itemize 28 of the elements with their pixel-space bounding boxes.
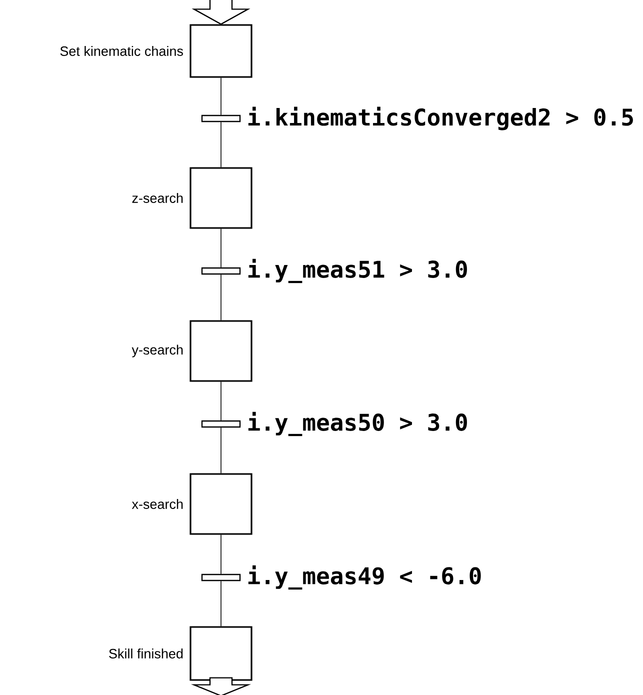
step-label: Set kinematic chains — [60, 46, 183, 56]
exit-arrow — [190, 677, 252, 695]
connector-line — [220, 228, 222, 268]
connector-line — [220, 77, 222, 116]
transition-bar — [201, 114, 241, 122]
connector-line — [220, 122, 222, 168]
condition-label: i.y_meas51 > 3.0 — [248, 258, 467, 284]
step-box — [190, 24, 252, 78]
transition-bar — [201, 420, 241, 428]
condition-label: i.y_meas49 < -6.0 — [248, 565, 481, 590]
step-box — [190, 473, 252, 535]
step-label: Skill finished — [109, 648, 183, 658]
connector-line — [220, 274, 222, 321]
entry-arrow — [192, 0, 250, 25]
step-box — [190, 320, 252, 382]
step-box — [190, 167, 252, 229]
transition-bar — [201, 574, 241, 582]
connector-line — [220, 534, 222, 574]
connector-line — [220, 580, 222, 627]
connector-line — [220, 427, 222, 474]
condition-label: i.y_meas50 > 3.0 — [248, 412, 467, 436]
transition-bar — [201, 267, 241, 275]
condition-label: i.kinematicsConverged2 > 0.5 — [248, 106, 633, 130]
step-label: x-search — [132, 499, 183, 509]
step-label: y-search — [132, 344, 183, 358]
step-label: z-search — [132, 193, 183, 203]
connector-line — [220, 381, 222, 421]
step-box — [190, 626, 252, 681]
